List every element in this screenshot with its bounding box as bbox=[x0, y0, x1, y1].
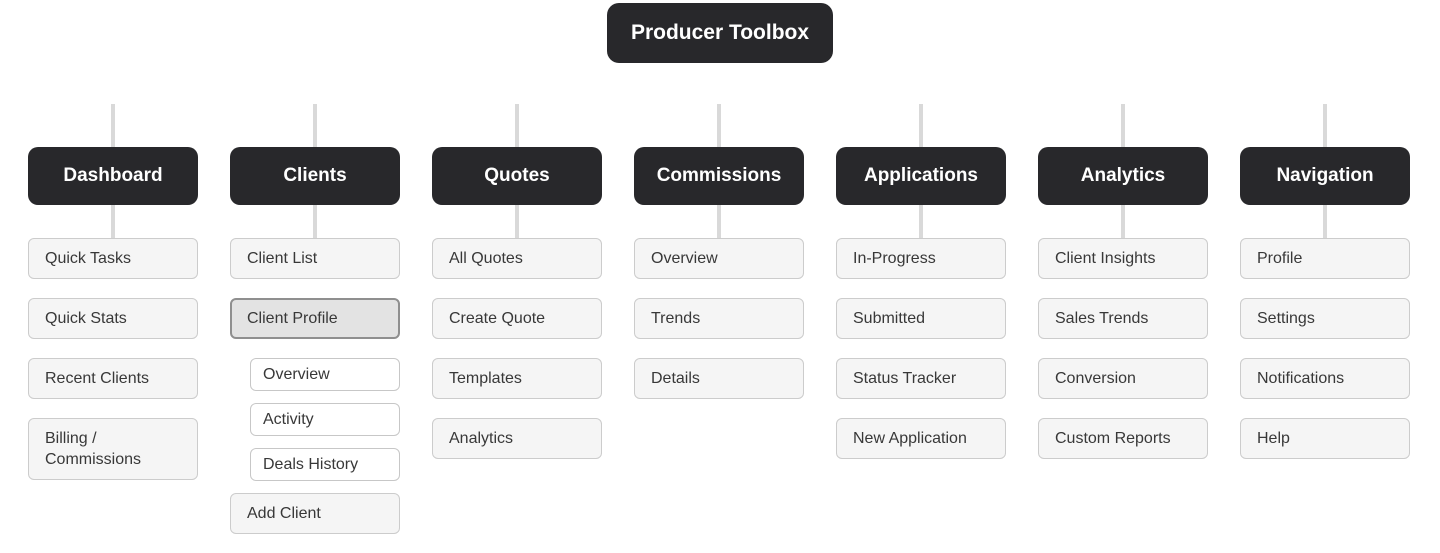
node-help[interactable]: Help bbox=[1240, 418, 1410, 459]
node-profile[interactable]: Profile bbox=[1240, 238, 1410, 279]
node-client-list[interactable]: Client List bbox=[230, 238, 400, 279]
connector-line-bottom bbox=[111, 204, 115, 240]
connector-line-top bbox=[1121, 104, 1125, 148]
connector-line-bottom bbox=[313, 204, 317, 240]
connector-line-bottom bbox=[919, 204, 923, 240]
node-add-client[interactable]: Add Client bbox=[230, 493, 400, 534]
node-analytics[interactable]: Analytics bbox=[432, 418, 602, 459]
node-billing-commissions[interactable]: Billing / Commissions bbox=[28, 418, 198, 480]
connector-line-bottom bbox=[1121, 204, 1125, 240]
node-quick-tasks[interactable]: Quick Tasks bbox=[28, 238, 198, 279]
node-overview[interactable]: Overview bbox=[634, 238, 804, 279]
node-analytics[interactable]: Analytics bbox=[1038, 147, 1208, 205]
node-sales-trends[interactable]: Sales Trends bbox=[1038, 298, 1208, 339]
node-quick-stats[interactable]: Quick Stats bbox=[28, 298, 198, 339]
node-producer-toolbox[interactable]: Producer Toolbox bbox=[607, 3, 833, 63]
node-trends[interactable]: Trends bbox=[634, 298, 804, 339]
node-applications[interactable]: Applications bbox=[836, 147, 1006, 205]
node-details[interactable]: Details bbox=[634, 358, 804, 399]
node-dashboard[interactable]: Dashboard bbox=[28, 147, 198, 205]
node-recent-clients[interactable]: Recent Clients bbox=[28, 358, 198, 399]
node-quotes[interactable]: Quotes bbox=[432, 147, 602, 205]
node-submitted[interactable]: Submitted bbox=[836, 298, 1006, 339]
connector-line-top bbox=[515, 104, 519, 148]
node-status-tracker[interactable]: Status Tracker bbox=[836, 358, 1006, 399]
connector-line-top bbox=[919, 104, 923, 148]
node-all-quotes[interactable]: All Quotes bbox=[432, 238, 602, 279]
connector-line-top bbox=[717, 104, 721, 148]
node-custom-reports[interactable]: Custom Reports bbox=[1038, 418, 1208, 459]
node-conversion[interactable]: Conversion bbox=[1038, 358, 1208, 399]
node-settings[interactable]: Settings bbox=[1240, 298, 1410, 339]
connector-line-bottom bbox=[1323, 204, 1327, 240]
connector-line-top bbox=[1323, 104, 1327, 148]
connector-line-bottom bbox=[515, 204, 519, 240]
node-navigation[interactable]: Navigation bbox=[1240, 147, 1410, 205]
connector-line-bottom bbox=[717, 204, 721, 240]
node-notifications[interactable]: Notifications bbox=[1240, 358, 1410, 399]
node-commissions[interactable]: Commissions bbox=[634, 147, 804, 205]
connector-line-top bbox=[111, 104, 115, 148]
node-activity[interactable]: Activity bbox=[250, 403, 400, 436]
node-create-quote[interactable]: Create Quote bbox=[432, 298, 602, 339]
node-overview[interactable]: Overview bbox=[250, 358, 400, 391]
node-templates[interactable]: Templates bbox=[432, 358, 602, 399]
node-client-insights[interactable]: Client Insights bbox=[1038, 238, 1208, 279]
node-in-progress[interactable]: In-Progress bbox=[836, 238, 1006, 279]
node-clients[interactable]: Clients bbox=[230, 147, 400, 205]
connector-line-top bbox=[313, 104, 317, 148]
node-deals-history[interactable]: Deals History bbox=[250, 448, 400, 481]
node-new-application[interactable]: New Application bbox=[836, 418, 1006, 459]
node-client-profile[interactable]: Client Profile bbox=[230, 298, 400, 339]
